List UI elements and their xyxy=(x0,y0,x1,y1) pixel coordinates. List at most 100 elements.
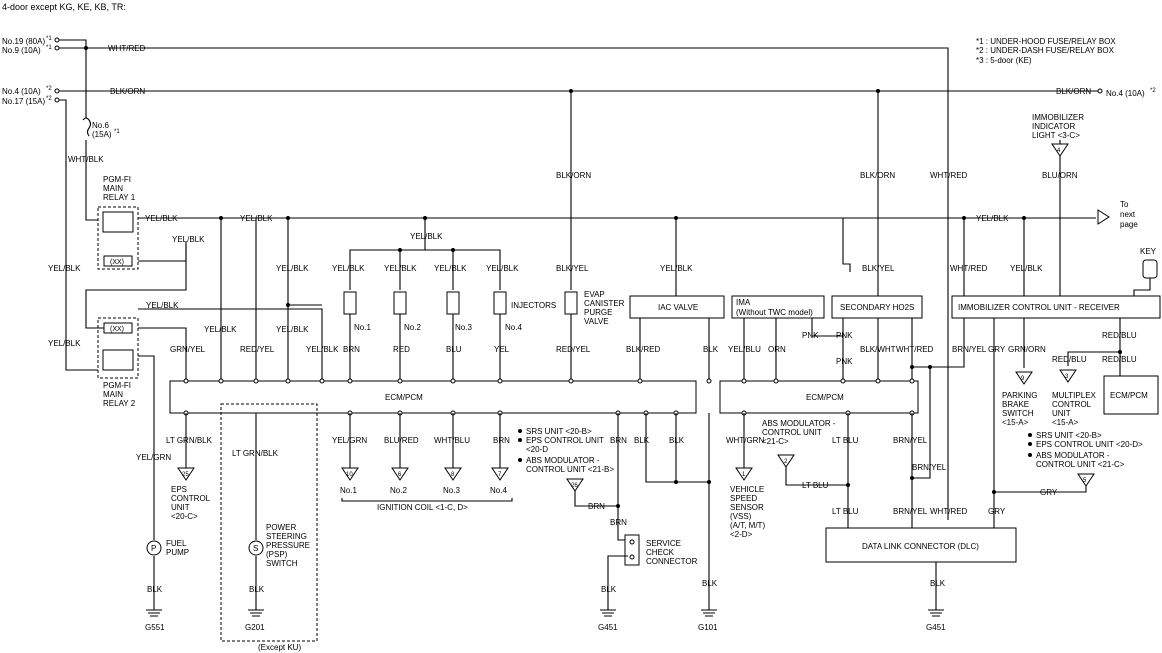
svg-text:25: 25 xyxy=(182,472,189,478)
wire-label-wht-blk: WHT/BLK xyxy=(68,155,104,164)
ecm-left-pins xyxy=(183,378,712,416)
wire-label-gry-b: GRY xyxy=(1040,488,1058,497)
wire-label-blk-g101: BLK xyxy=(702,579,718,588)
except-ku-label: (Except KU) xyxy=(258,643,301,652)
wire-label-red-blu-c: RED/BLU xyxy=(1102,355,1137,364)
ground-g551: G551 xyxy=(145,623,165,632)
wire-label-blk-red: BLK/RED xyxy=(626,345,660,354)
psp-label3: PRESSURE xyxy=(266,541,310,550)
note-1: *1 : UNDER-HOOD FUSE/RELAY BOX xyxy=(976,37,1116,46)
abs-mod-label2: CONTROL UNIT xyxy=(762,428,822,437)
svg-text:No.2: No.2 xyxy=(404,323,421,332)
relay2-label: PGM-FI xyxy=(103,381,131,390)
fuse-17-mark: *2 xyxy=(46,96,52,102)
evap-label2: CANISTER xyxy=(584,299,625,308)
ignition-coils: YEL/GRN BLU/RED WHT/BLU BRN 10 6 8 7 No.… xyxy=(332,413,513,512)
svg-text:EPS CONTROL UNIT: EPS CONTROL UNIT xyxy=(526,436,604,445)
fuel-pump-label: FUEL xyxy=(166,539,187,548)
diagram-title: 4-door except KG, KE, KB, TR: xyxy=(2,2,126,12)
svg-text:EPS CONTROL UNIT <20-D>: EPS CONTROL UNIT <20-D> xyxy=(1036,440,1143,449)
immob-label: IMMOBILIZER CONTROL UNIT - RECEIVER xyxy=(958,303,1120,312)
service-check-label: SERVICE xyxy=(646,539,681,548)
wire-label-inj-bus: YEL/BLK xyxy=(410,232,443,241)
iac-valve xyxy=(629,295,725,319)
wire-label-blk-yel-evap: BLK/YEL xyxy=(556,264,589,273)
wire-label-yel-blk-immob: YEL/BLK xyxy=(1010,264,1043,273)
ground-g451-left: G451 xyxy=(598,623,618,632)
wire-label-gry-a: GRY xyxy=(988,345,1006,354)
ground-g101: G101 xyxy=(698,623,718,632)
vss-label5: (A/T, M/T) xyxy=(730,521,765,530)
svg-text:7: 7 xyxy=(498,472,502,478)
wire-label-brn-srs3: BRN xyxy=(610,518,627,527)
ecm-pcm-right xyxy=(719,380,919,414)
vss-label2: SPEED xyxy=(730,494,757,503)
injectors-group: YEL/BLK YEL/BLK YEL/BLK YEL/BLK No.1 No.… xyxy=(332,264,556,382)
srs-list: SRS UNIT <20-B> EPS CONTROL UNIT <20-D A… xyxy=(518,427,614,474)
svg-text:YEL/BLK: YEL/BLK xyxy=(384,264,417,273)
svg-text:9: 9 xyxy=(1021,376,1025,382)
ho2s-label: SECONDARY HO2S xyxy=(840,303,914,312)
fuse-9-mark: *1 xyxy=(46,45,52,51)
wire-label-yel-grn: YEL/GRN xyxy=(136,453,171,462)
ima-label2: (Without TWC model) xyxy=(736,308,813,317)
evap-label3: PURGE xyxy=(584,308,612,317)
svg-text:No.2: No.2 xyxy=(390,486,407,495)
wire-label-blk-orn-right: BLK/ORN xyxy=(1056,87,1091,96)
svg-text:BRN: BRN xyxy=(343,345,360,354)
svg-text:CONTROL UNIT <21-B>: CONTROL UNIT <21-B> xyxy=(526,465,614,474)
svg-text:YEL/GRN: YEL/GRN xyxy=(332,436,367,445)
abs-mod-label: ABS MODULATOR - xyxy=(762,419,836,428)
relay1-label2: MAIN xyxy=(103,184,123,193)
wire-label-brn-yel-c: BRN/YEL xyxy=(893,507,928,516)
ecm-label-right: ECM/PCM xyxy=(806,393,844,402)
svg-text:IGNITION COIL <1-C, D>: IGNITION COIL <1-C, D> xyxy=(377,503,468,512)
wire-label-blk-fp: BLK xyxy=(147,585,163,594)
fuse-9: No.9 (10A) xyxy=(2,46,41,55)
wire-label-red-blu-a: RED/BLU xyxy=(1102,331,1137,340)
multiplex-label3: UNIT xyxy=(1052,409,1071,418)
multiplex-label: MULTIPLEX xyxy=(1052,391,1097,400)
wire-label-blk-psp: BLK xyxy=(249,585,265,594)
wire-label-brn-yel-b: BRN/YEL xyxy=(912,463,947,472)
immob-light-label: IMMOBILIZER xyxy=(1032,113,1084,122)
svg-text:No.1: No.1 xyxy=(354,323,371,332)
svg-text:ABS MODULATOR -: ABS MODULATOR - xyxy=(1036,451,1110,460)
fuse-6-label: No.6 xyxy=(92,121,109,130)
svg-text:No.4: No.4 xyxy=(490,486,507,495)
key-icon xyxy=(1142,259,1158,279)
fuse-4-right-mark: *2 xyxy=(1150,88,1156,94)
wire-label-brn-yel-a: BRN/YEL xyxy=(893,436,928,445)
svg-text:No.4: No.4 xyxy=(505,323,522,332)
wire-label-lt-blu-c: LT BLU xyxy=(832,507,859,516)
svg-text:6: 6 xyxy=(398,472,402,478)
fuse-19-mark: *1 xyxy=(46,36,52,42)
eps-label3: UNIT xyxy=(171,503,190,512)
ground-g201: G201 xyxy=(245,623,265,632)
wire-label-yel-blk-left: YEL/BLK xyxy=(48,264,81,273)
ecm-label-left: ECM/PCM xyxy=(385,393,423,402)
svg-text:YEL/BLK: YEL/BLK xyxy=(434,264,467,273)
vss-label3: SENSOR xyxy=(730,503,764,512)
abs-mod-label3: <21-C> xyxy=(762,437,789,446)
ground-g451-right: G451 xyxy=(926,623,946,632)
svg-text:26: 26 xyxy=(571,483,578,489)
wire-label-blk-yel-ho2s: BLK/YEL xyxy=(862,264,895,273)
vss-label: VEHICLE xyxy=(730,485,764,494)
wire-label-blk-orn-evap: BLK/ORN xyxy=(556,171,591,180)
svg-text:RED: RED xyxy=(393,345,410,354)
wire-label-blu-orn: BLU/ORN xyxy=(1042,171,1078,180)
evap-label: EVAP xyxy=(584,290,605,299)
to-next-page[interactable]: To xyxy=(1120,200,1129,209)
ima-label: IMA xyxy=(736,298,751,307)
svg-text:YEL: YEL xyxy=(494,345,510,354)
svg-text:(XX): (XX) xyxy=(110,326,124,333)
note-2: *2 : UNDER-DASH FUSE/RELAY BOX xyxy=(976,46,1115,55)
wire-label-wht-red-vert: WHT/RED xyxy=(930,171,968,180)
psp-label: POWER xyxy=(266,523,296,532)
dlc-label: DATA LINK CONNECTOR (DLC) xyxy=(862,542,979,551)
wire-label-pnk-b: PNK xyxy=(836,357,853,366)
svg-text:3: 3 xyxy=(1065,374,1069,380)
svg-text:1: 1 xyxy=(742,472,746,478)
wire-label-yel-blk-iac: YEL/BLK xyxy=(660,264,693,273)
